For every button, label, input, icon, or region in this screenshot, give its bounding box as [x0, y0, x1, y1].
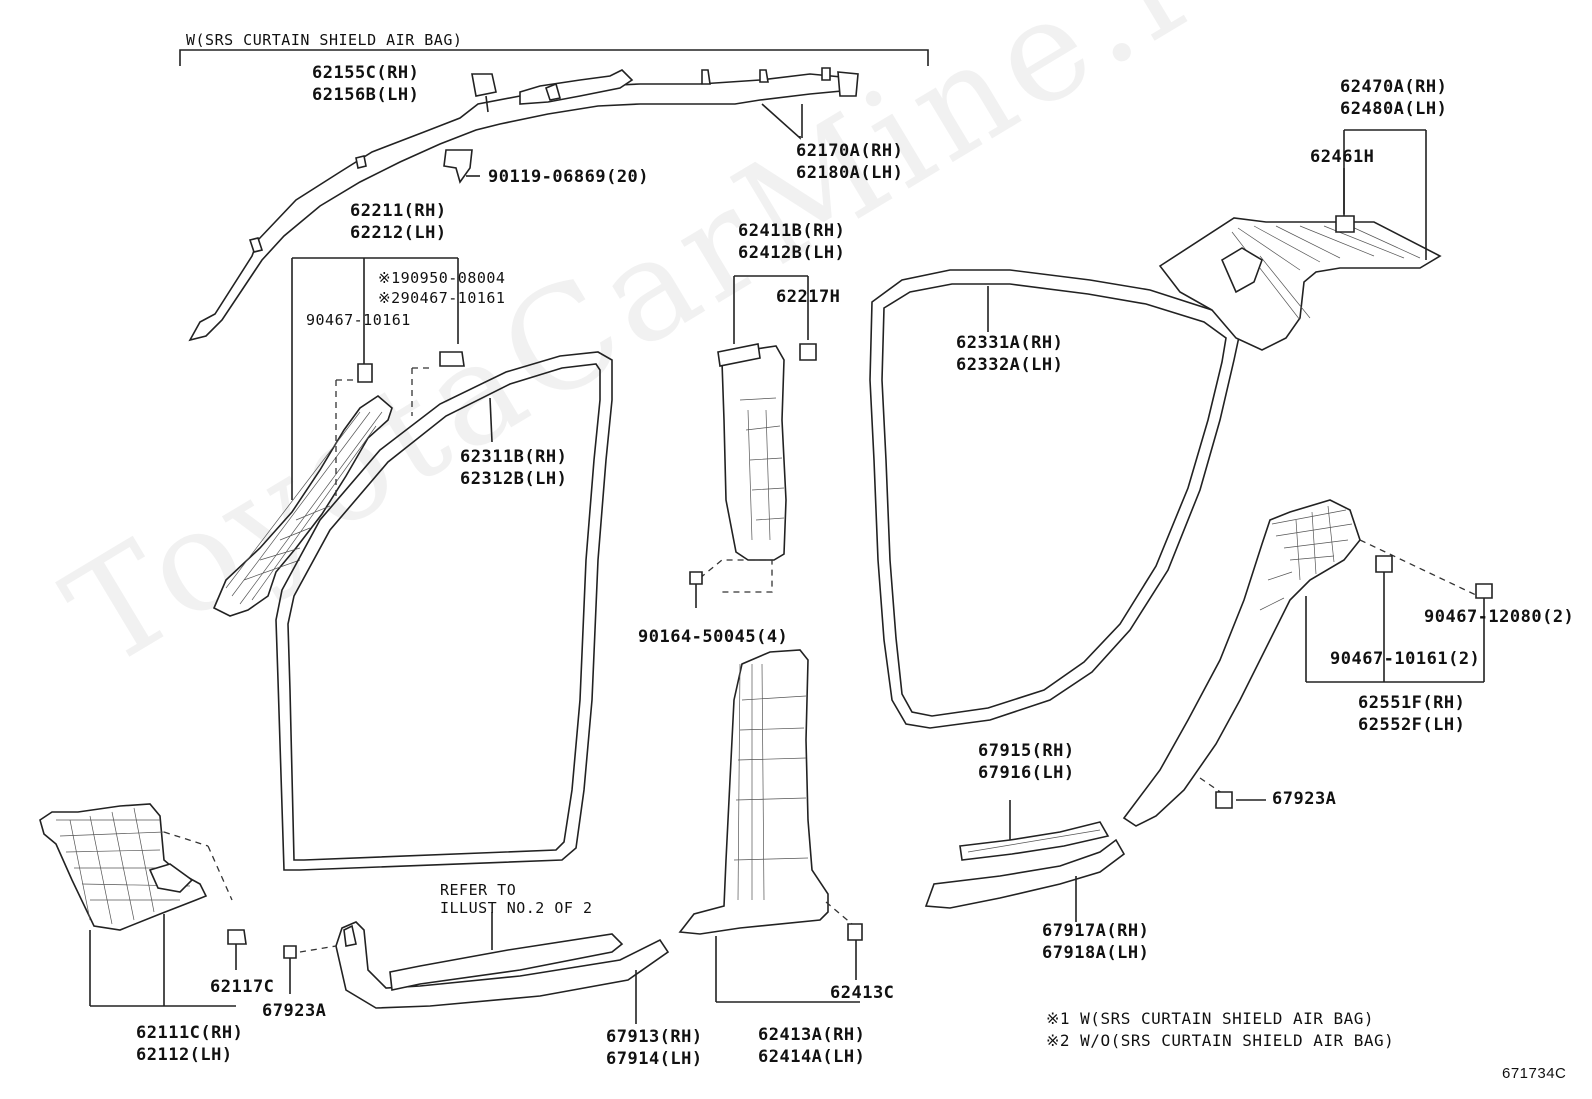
- clip-90950[interactable]: [439, 351, 465, 367]
- front-door-scuff-plate[interactable]: [335, 921, 670, 1009]
- label-62552f: 62552F(LH): [1358, 715, 1466, 735]
- front-pillar-garnish[interactable]: [212, 394, 393, 617]
- label-67923a-left: 67923A: [262, 1001, 327, 1021]
- clip-90467-quarter-a[interactable]: [1375, 555, 1393, 573]
- cowl-side-trim[interactable]: [39, 803, 208, 931]
- label-62413a: 62413A(RH): [758, 1025, 866, 1045]
- label-62180a: 62180A(LH): [796, 163, 904, 183]
- label-refer-line2: ILLUST NO.2 OF 2: [440, 899, 593, 917]
- label-62312b: 62312B(LH): [460, 469, 568, 489]
- quarter-lower-trim[interactable]: [1122, 499, 1361, 827]
- clip-90467-12080[interactable]: [1475, 583, 1493, 599]
- label-62470a: 62470A(RH): [1340, 77, 1448, 97]
- center-pillar-lower-garnish[interactable]: [678, 649, 829, 935]
- label-62211: 62211(RH): [350, 201, 447, 221]
- label-62156b: 62156B(LH): [312, 85, 420, 105]
- clip-90467-upper[interactable]: [357, 363, 373, 383]
- note-2: ※2 W/O(SRS CURTAIN SHIELD AIR BAG): [1046, 1031, 1395, 1050]
- figure-code: 671734C: [1502, 1065, 1567, 1082]
- label-62212: 62212(LH): [350, 223, 447, 243]
- label-67923a-right: 67923A: [1272, 789, 1337, 809]
- label-62480a: 62480A(LH): [1340, 99, 1448, 119]
- label-62111c: 62111C(RH): [136, 1023, 244, 1043]
- front-door-weatherstrip[interactable]: [275, 351, 613, 871]
- clip-62117[interactable]: [227, 929, 247, 945]
- note-1: ※1 W(SRS CURTAIN SHIELD AIR BAG): [1046, 1009, 1375, 1028]
- label-90950: ※190950-08004: [378, 269, 506, 287]
- label-62413c: 62413C: [830, 983, 895, 1003]
- srs-bracket-line: [179, 49, 929, 66]
- label-62331a: 62331A(RH): [956, 333, 1064, 353]
- clip-62461[interactable]: [1335, 215, 1355, 233]
- rear-door-weatherstrip[interactable]: [869, 269, 1241, 729]
- label-62411b: 62411B(RH): [738, 221, 846, 241]
- label-67918a: 67918A(LH): [1042, 943, 1150, 963]
- label-62414a: 62414A(LH): [758, 1047, 866, 1067]
- label-62332a: 62332A(LH): [956, 355, 1064, 375]
- clip-67923a-left[interactable]: [283, 945, 297, 959]
- label-90467-10161: 90467-10161: [306, 311, 411, 329]
- label-62112: 62112(LH): [136, 1045, 233, 1065]
- label-90467-12080: 90467-12080(2): [1424, 607, 1575, 627]
- label-90119: 90119-06869(20): [488, 167, 650, 187]
- label-62461h: 62461H: [1310, 147, 1375, 167]
- label-62412b: 62412B(LH): [738, 243, 846, 263]
- curtain-airbag-assembly[interactable]: [188, 67, 859, 342]
- label-67913: 67913(RH): [606, 1027, 703, 1047]
- label-refer-line1: REFER TO: [440, 881, 517, 899]
- clip-62413c[interactable]: [847, 923, 863, 941]
- rear-door-scuff-plate[interactable]: [924, 838, 1126, 909]
- label-62551f: 62551F(RH): [1358, 693, 1466, 713]
- label-67914: 67914(LH): [606, 1049, 703, 1069]
- label-90467-10161-2: 90467-10161(2): [1330, 649, 1481, 669]
- srs-bracket-label: W(SRS CURTAIN SHIELD AIR BAG): [186, 31, 463, 49]
- label-62170a: 62170A(RH): [796, 141, 904, 161]
- label-67917a: 67917A(RH): [1042, 921, 1150, 941]
- label-62117c: 62117C: [210, 977, 275, 997]
- label-67916: 67916(LH): [978, 763, 1075, 783]
- label-62311b: 62311B(RH): [460, 447, 568, 467]
- center-pillar-upper-garnish[interactable]: [717, 343, 787, 561]
- rear-quarter-upper-trim[interactable]: [1158, 217, 1442, 351]
- label-67915: 67915(RH): [978, 741, 1075, 761]
- clip-67923a-right[interactable]: [1215, 791, 1233, 809]
- label-62155c: 62155C(RH): [312, 63, 420, 83]
- label-90164: 90164-50045(4): [638, 627, 789, 647]
- label-90467-note2: ※290467-10161: [378, 289, 506, 307]
- clip-62217[interactable]: [799, 343, 817, 361]
- label-62217h: 62217H: [776, 287, 841, 307]
- screw-90164[interactable]: [689, 571, 703, 585]
